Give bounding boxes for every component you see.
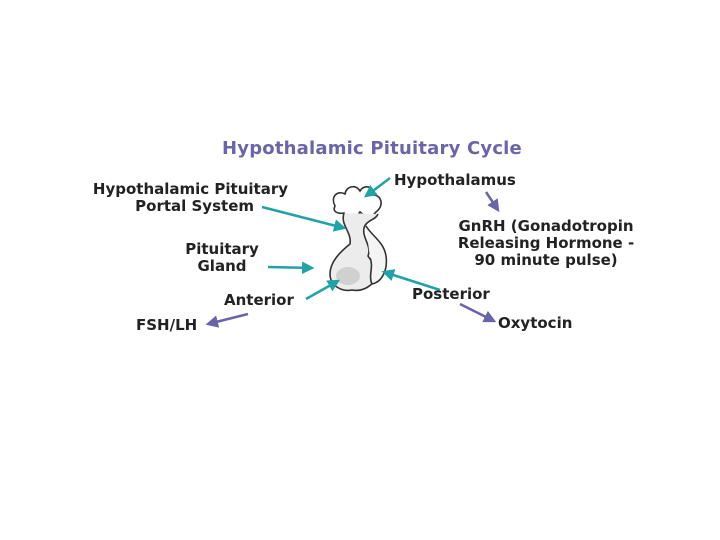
arrow-pituitary-gland xyxy=(267,261,315,275)
diagram-title: Hypothalamic Pituitary Cycle xyxy=(222,138,522,159)
arrow-portal-system xyxy=(261,205,347,232)
label-fsh-lh: FSH/LH xyxy=(136,316,198,334)
anterior-shading xyxy=(336,267,360,285)
arrow-posterior xyxy=(381,269,441,292)
arrow-oxytocin xyxy=(459,302,497,323)
label-gnrh-line2: Releasing Hormone - xyxy=(457,234,635,252)
label-posterior: Posterior xyxy=(412,285,490,303)
label-anterior: Anterior xyxy=(224,291,294,309)
label-gnrh-line3: 90 minute pulse) xyxy=(474,251,618,269)
label-gnrh: GnRH (Gonadotropin Releasing Hormone - 9… xyxy=(456,218,636,269)
label-hypothalamus: Hypothalamus xyxy=(394,171,516,189)
label-portal-system: Hypothalamic Pituitary Portal System xyxy=(88,181,288,215)
label-pituitary-gland: Pituitary Gland xyxy=(180,241,264,275)
label-portal-system-line1: Hypothalamic Pituitary xyxy=(92,180,288,198)
label-pituitary-line2: Gland xyxy=(197,257,247,275)
arrow-hypothalamus xyxy=(364,177,391,198)
label-gnrh-line1: GnRH (Gonadotropin xyxy=(458,217,634,235)
label-portal-system-line2: Portal System xyxy=(135,197,254,215)
pituitary-gland-illustration xyxy=(329,185,388,292)
arrow-anterior xyxy=(305,279,341,301)
arrow-fsh-lh xyxy=(205,312,249,328)
label-pituitary-line1: Pituitary xyxy=(185,240,259,258)
arrow-gnrh xyxy=(484,191,500,213)
label-oxytocin: Oxytocin xyxy=(498,314,573,332)
